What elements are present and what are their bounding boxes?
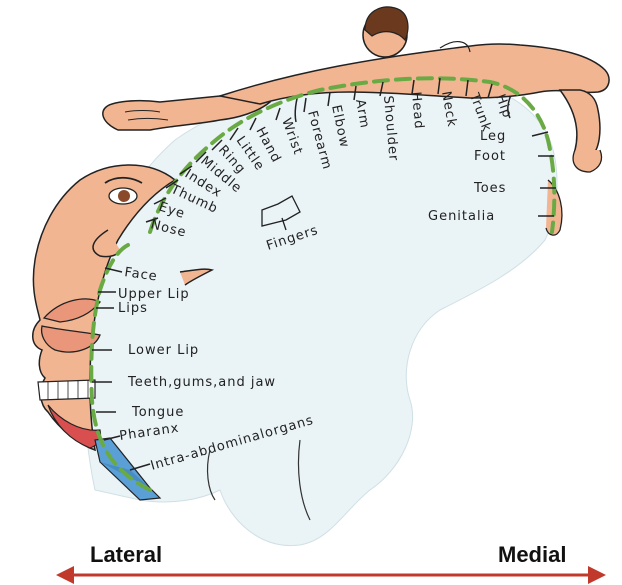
label-teeth: Teeth,gums,and jaw [127, 375, 276, 390]
teeth [38, 380, 95, 400]
label-lower-lip: Lower Lip [128, 343, 199, 358]
axis-label-lateral: Lateral [90, 542, 162, 567]
label-genitalia: Genitalia [428, 209, 495, 224]
pupil [118, 190, 130, 202]
label-upper-lip: Upper Lip [118, 287, 190, 302]
label-tongue: Tongue [131, 405, 184, 420]
label-toes: Toes [473, 181, 506, 196]
arrow-right-icon [588, 566, 606, 584]
label-lips: Lips [118, 301, 148, 316]
leg [560, 90, 600, 160]
axis-label-medial: Medial [498, 542, 566, 567]
arrow-left-icon [56, 566, 74, 584]
label-leg: Leg [480, 129, 506, 144]
label-foot: Foot [474, 149, 506, 164]
foot [573, 150, 601, 172]
